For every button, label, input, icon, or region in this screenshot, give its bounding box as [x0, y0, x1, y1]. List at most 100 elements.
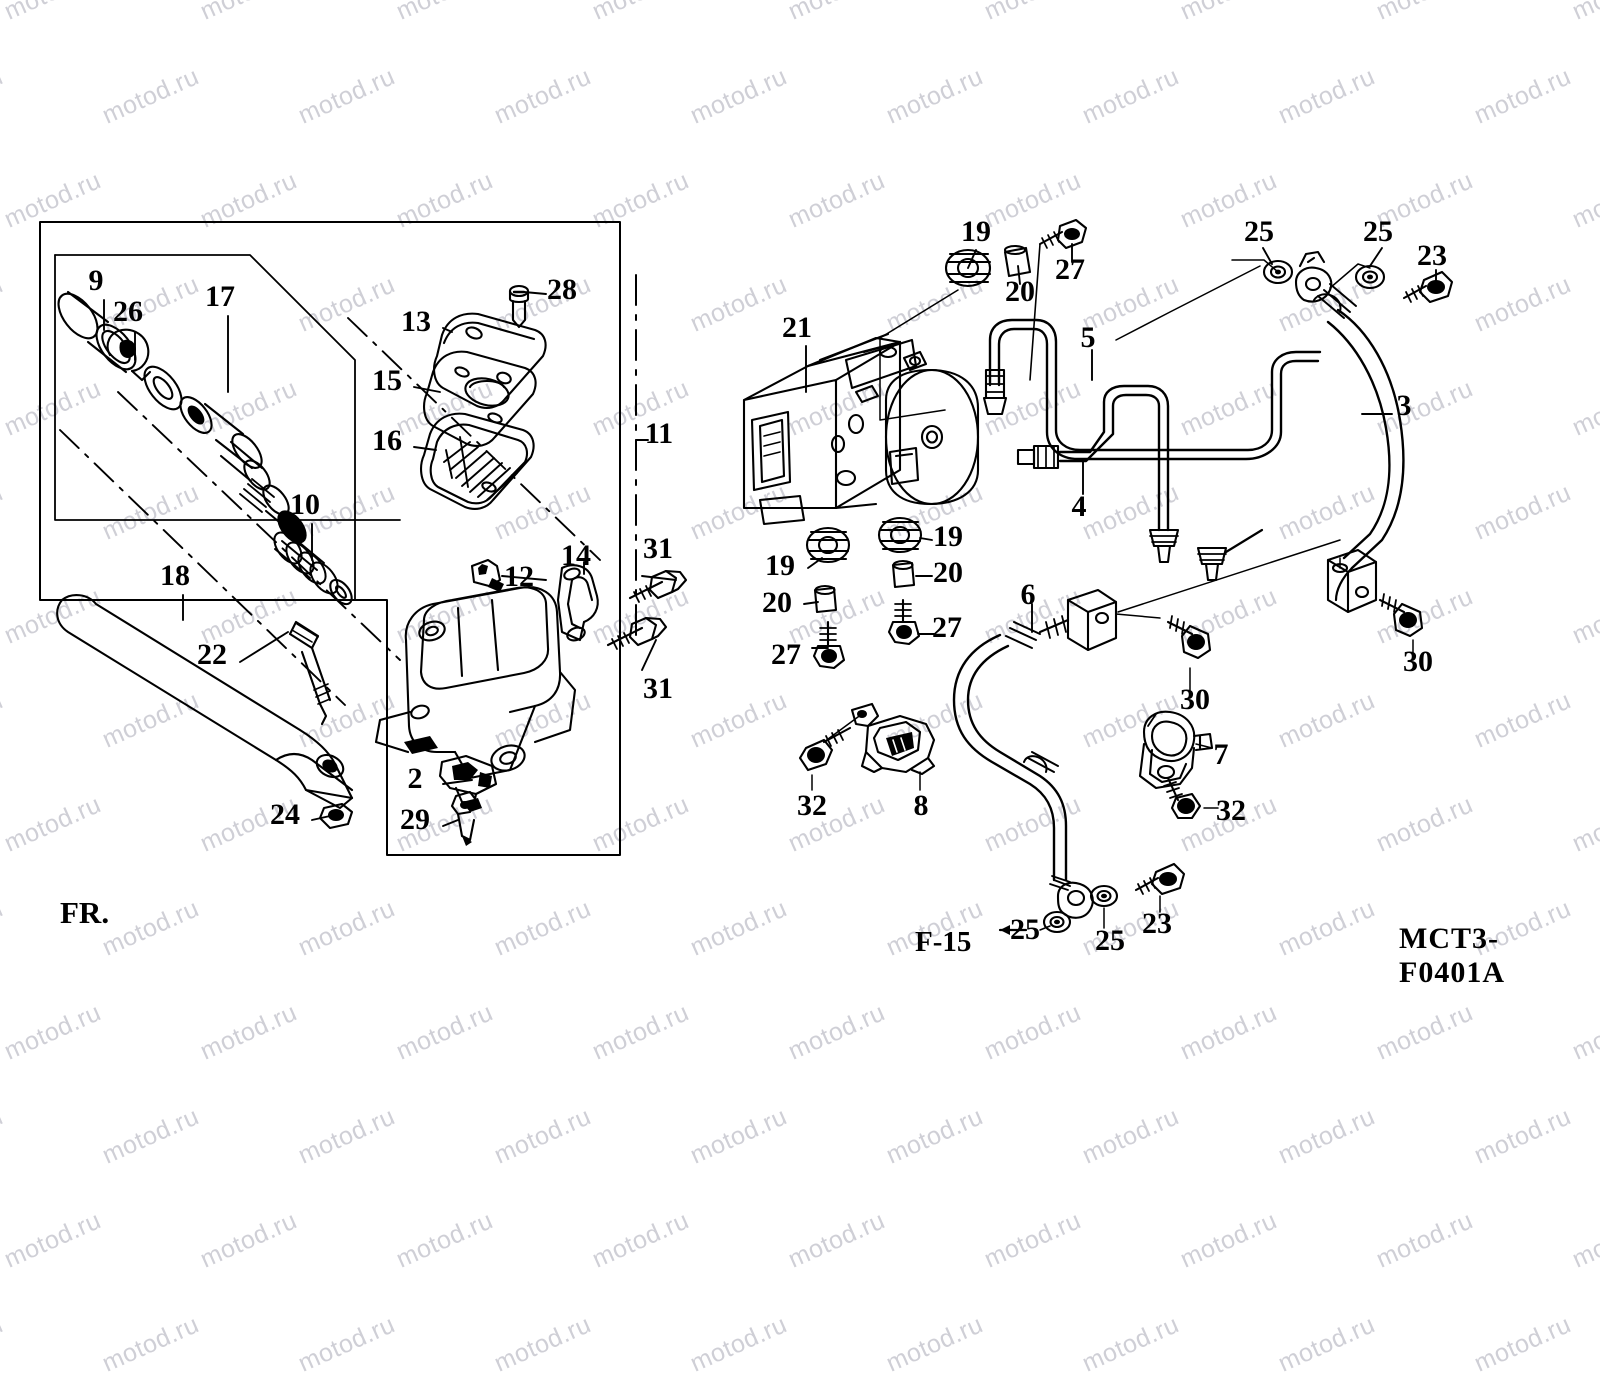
part-14-holder [556, 564, 599, 642]
part-18-brake-lever [56, 594, 354, 810]
part-19-mount-left [805, 526, 851, 564]
callout-clamp-bolt-right: 30 [1403, 645, 1433, 678]
part-10-spring [273, 531, 339, 595]
callout-abs-modulator: 21 [782, 311, 812, 344]
part-28-screw [508, 284, 530, 329]
callout-master-cylinder-assembly: 11 [644, 417, 674, 450]
part-24-nut [318, 802, 354, 830]
diagram-code: MCT3-F0401A [1399, 922, 1505, 989]
part-27-bolt-mid [887, 598, 921, 646]
callout-sealing-washer-a: 25 [1244, 215, 1274, 248]
callout-oil-bolt-bottom: 23 [1142, 907, 1172, 940]
part-16-diaphragm [420, 412, 535, 510]
part-15-plate [423, 350, 537, 447]
watermark-text: motod.ru [196, 1206, 302, 1274]
callout-sealing-washer-d: 25 [1095, 924, 1125, 957]
watermark-text: motod.ru [1568, 1206, 1600, 1274]
watermark-text: motod.ru [1176, 1206, 1282, 1274]
watermark-text: motod.ru [0, 1310, 8, 1378]
part-30-bolt-right [1378, 593, 1424, 638]
watermark-text: motod.ru [490, 1310, 596, 1378]
part-25-washer-b [1354, 264, 1386, 290]
callout-circlip: 26 [113, 295, 143, 328]
watermark-text: motod.ru [1372, 1206, 1478, 1274]
part-31-bolt-upper [628, 569, 688, 603]
callout-diaphragm-plate: 15 [372, 364, 402, 397]
hose-6-junction-block [1038, 588, 1118, 652]
watermark-text: motod.ru [98, 1310, 204, 1378]
part-13-cap [433, 312, 547, 409]
pipe-4-nut [1016, 444, 1060, 470]
part-26-circlip [106, 328, 152, 382]
part-17-piston-kit [143, 365, 353, 606]
callout-rubber-mount-top: 19 [961, 215, 991, 248]
callout-piston-set: 17 [205, 280, 235, 313]
part-23-oil-bolt-top [1402, 270, 1454, 304]
callout-mount-bolt-mid: 27 [932, 611, 962, 644]
part-4-brake-pipe [1058, 384, 1170, 532]
hose-clamp-block-right [1326, 548, 1378, 614]
watermark-text: motod.ru [686, 1310, 792, 1378]
part-19-mount-right [877, 516, 923, 554]
callout-diaphragm: 16 [372, 424, 402, 457]
part-3-brake-hose [1294, 250, 1405, 570]
part-19-mount-top [944, 248, 992, 288]
front-direction-label: FR. [60, 895, 110, 930]
callout-rubber-mount-right: 19 [933, 520, 963, 553]
callout-switch-screw: 29 [400, 803, 430, 836]
callout-hose-bracket: 8 [913, 789, 929, 822]
callout-hose-joint-holder: 14 [561, 539, 591, 572]
callout-clamp-bolt-mid: 30 [1180, 683, 1210, 716]
watermark-text: motod.ru [588, 1206, 694, 1274]
callout-brake-pipe-a: 4 [1071, 490, 1087, 523]
part-11-master-cylinder-body [374, 586, 577, 780]
part-29-screw [450, 790, 478, 846]
part-12-clip [470, 558, 504, 592]
callout-pivot-bolt: 22 [197, 638, 227, 671]
part-32-bolt-clamp [1163, 776, 1219, 820]
part-27-bolt-left [812, 620, 846, 670]
callout-rubber-mount-left: 19 [765, 549, 795, 582]
callout-reservoir-cap: 13 [401, 305, 431, 338]
callout-brake-hose-lower: 6 [1020, 578, 1036, 611]
callout-clamp-bolt: 32 [1216, 794, 1246, 827]
callout-holder-bolt-lower: 31 [643, 672, 673, 705]
part-30-bolt-mid [1166, 615, 1212, 660]
watermark-text: motod.ru [784, 1206, 890, 1274]
part-22-pivot-bolt [288, 620, 332, 726]
callout-holder-bolt-upper: 31 [643, 532, 673, 565]
part-21-abs-modulator [742, 332, 980, 526]
watermark-text: motod.ru [1274, 1310, 1380, 1378]
technical-line-art [39, 218, 1454, 935]
callout-master-cylinder-boot: 9 [88, 264, 104, 297]
callout-spring: 10 [290, 488, 320, 521]
part-20-collar-right [891, 559, 916, 589]
pipe-5-nut [982, 368, 1008, 416]
callout-collar-top: 20 [1005, 275, 1035, 308]
callout-brake-light-switch: 2 [407, 762, 423, 795]
callout-sealing-washer-c: 25 [1010, 913, 1040, 946]
part-5-brake-pipe [988, 318, 1322, 461]
callout-collar-right: 20 [933, 556, 963, 589]
pipe-5-lower-fitting [1196, 528, 1264, 582]
part-20-collar-left [813, 584, 838, 614]
watermark-text: motod.ru [980, 1206, 1086, 1274]
watermark-text: motod.ru [882, 1310, 988, 1378]
part-25-washer-c [1042, 910, 1072, 934]
callout-sealing-washer-b: 25 [1363, 215, 1393, 248]
part-7-hose-clamp [1138, 710, 1214, 790]
part-20-collar-top [1003, 244, 1032, 278]
part-32-bolt-left [798, 713, 863, 791]
callout-clip: 12 [504, 560, 534, 593]
part-6-brake-hose [952, 621, 1068, 882]
callout-brake-hose-upper: 3 [1396, 389, 1412, 422]
kit-17-band [59, 317, 601, 706]
pipe-4-lower-fitting [1148, 528, 1180, 564]
callout-hose-clamp: 7 [1213, 738, 1229, 771]
callout-cap-screw: 28 [547, 273, 577, 306]
watermark-text: motod.ru [0, 1206, 106, 1274]
callout-leaders [103, 243, 1437, 827]
hose-6-banjo [1049, 875, 1094, 919]
callout-pivot-nut: 24 [270, 798, 300, 831]
callout-bracket-bolt-left: 32 [797, 789, 827, 822]
